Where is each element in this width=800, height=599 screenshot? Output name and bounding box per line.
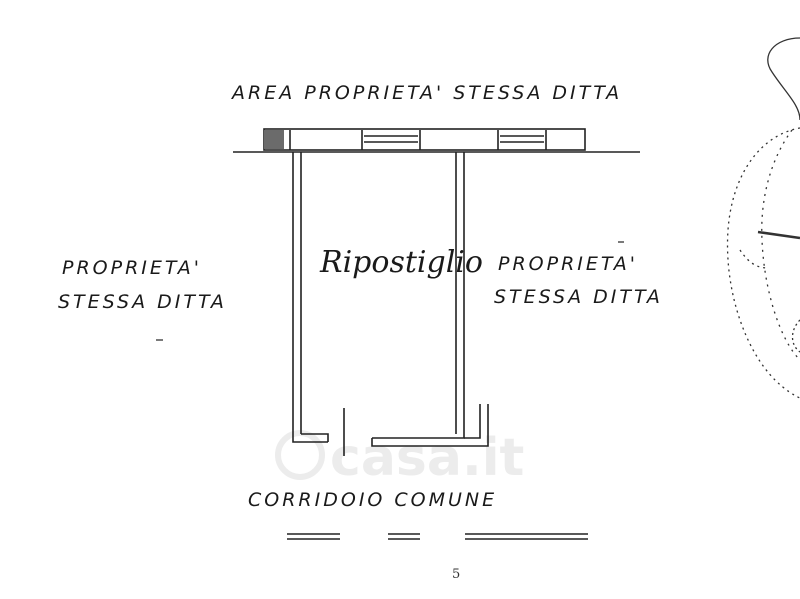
corridor-underline: [287, 533, 588, 540]
stair-sketch: [726, 37, 800, 399]
top-wall: [263, 128, 586, 151]
watermark-logo-icon: [275, 430, 325, 480]
room-name-label: Ripostiglio: [319, 245, 483, 280]
top-area-label: AREA PROPRIETA' STESSA DITTA: [230, 82, 622, 104]
window-left: [364, 135, 418, 143]
watermark-text: casa.it: [330, 428, 524, 488]
window-right: [500, 135, 544, 143]
corridor-label: CORRIDOIO COMUNE: [248, 489, 497, 511]
top-boundary: [233, 128, 640, 153]
page-mark: 5: [452, 567, 460, 582]
left-property-label-line2: STESSA DITTA: [58, 291, 227, 313]
hatched-pillar: [264, 130, 284, 149]
left-property-label-line1: PROPRIETA': [62, 257, 202, 279]
room-walls: [292, 152, 489, 456]
right-property-label-line2: STESSA DITTA: [494, 286, 663, 308]
right-property-label-line1: PROPRIETA': [498, 253, 638, 275]
